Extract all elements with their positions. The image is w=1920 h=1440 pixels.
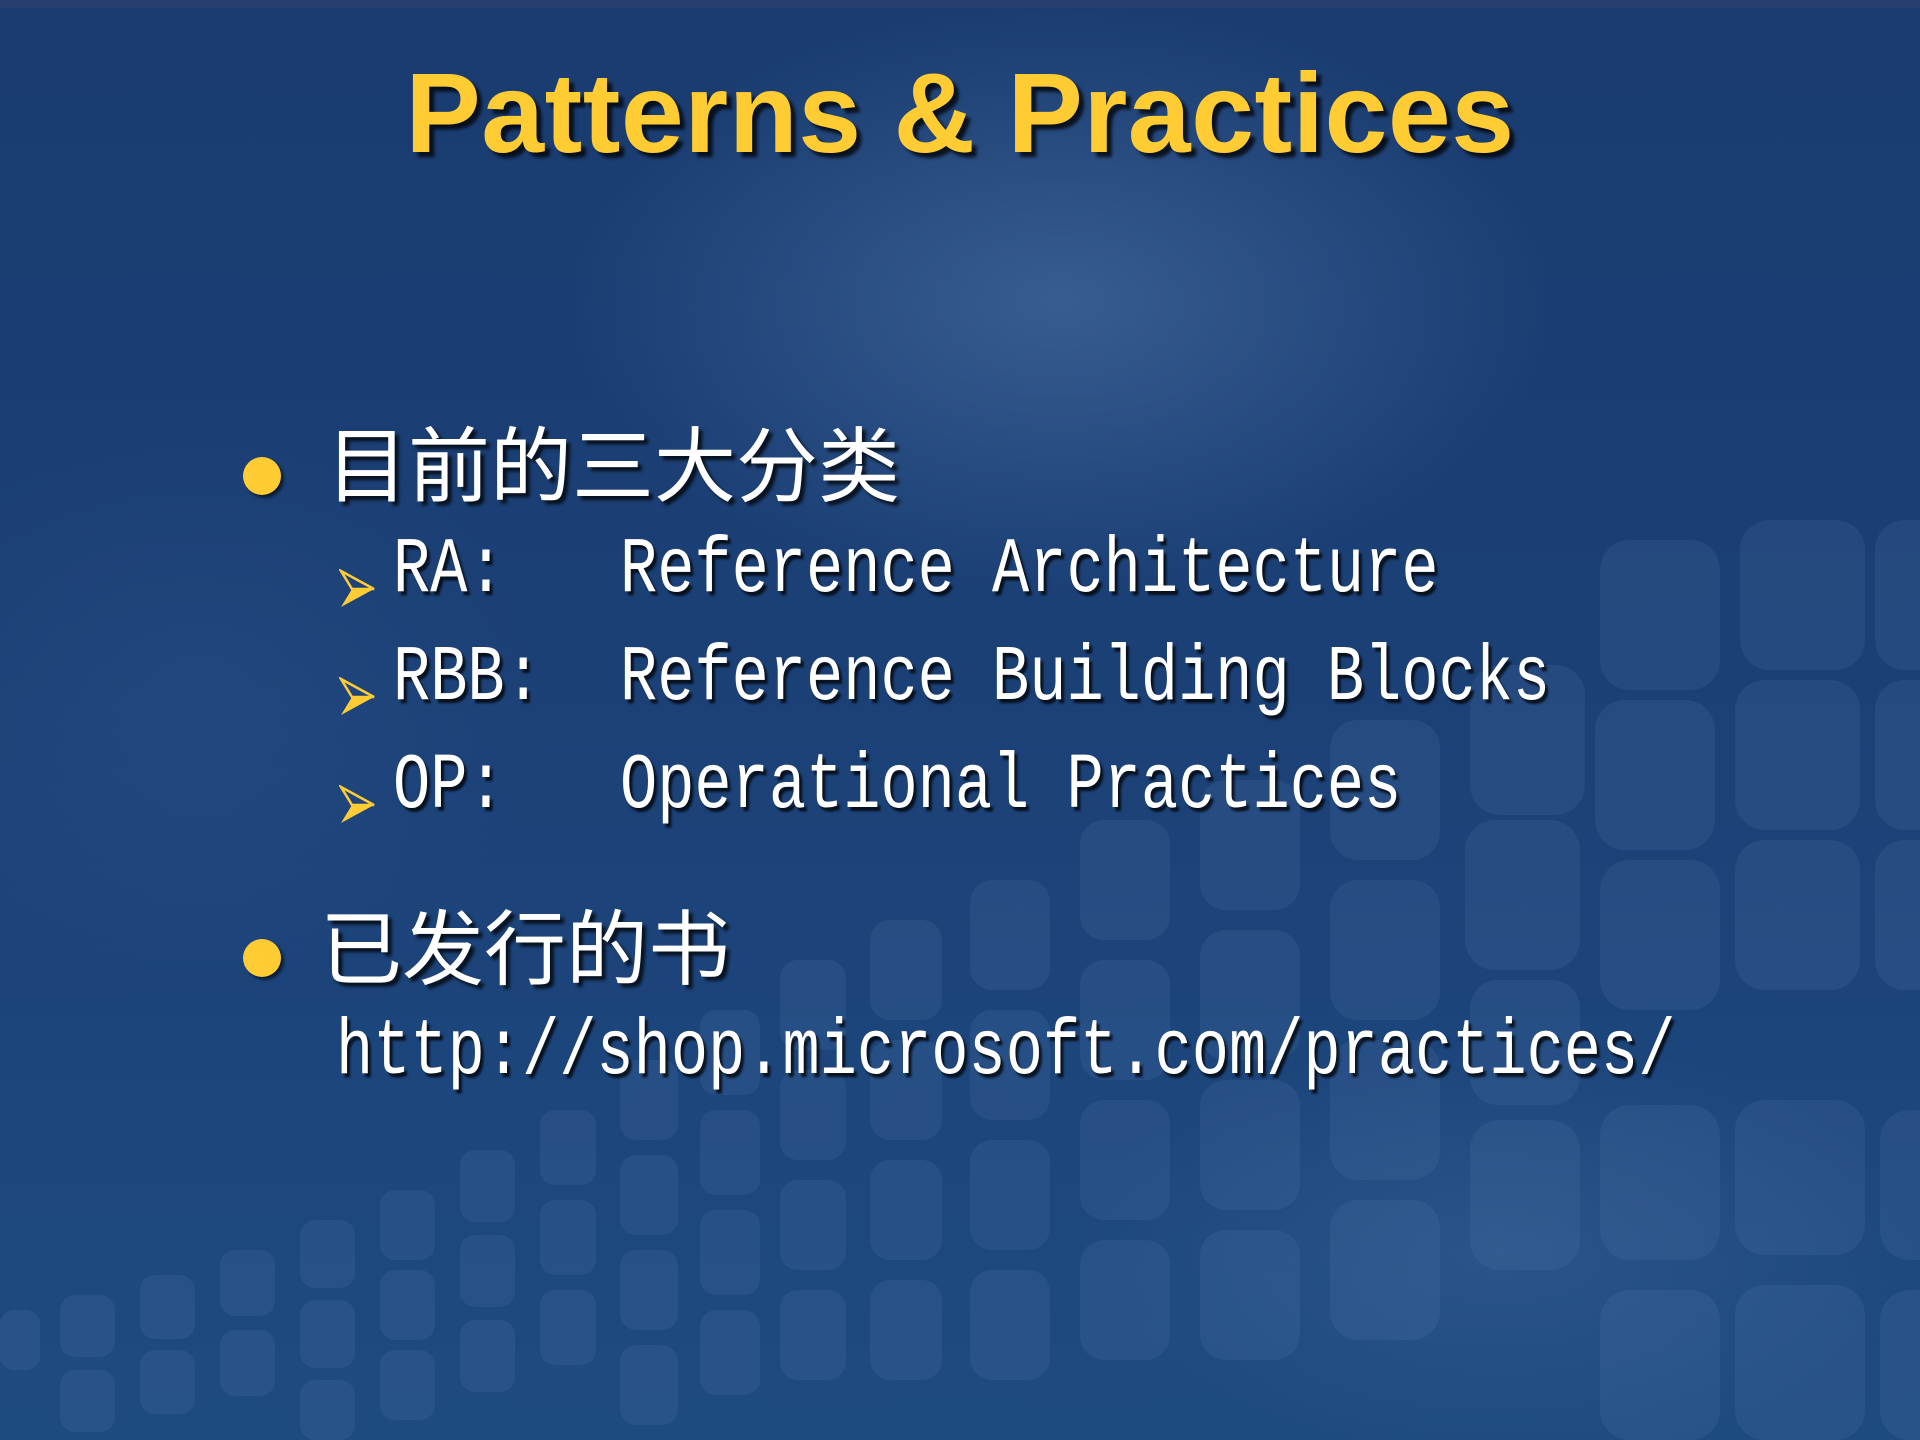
sub-item-abbr: RBB: bbox=[393, 632, 542, 724]
arrowhead-bullet-icon bbox=[339, 569, 375, 607]
bullet-text: 已发行的书 bbox=[320, 903, 731, 998]
circle-bullet-icon bbox=[243, 457, 281, 495]
books-link[interactable]: http://shop.microsoft.com/practices/ bbox=[336, 1006, 1676, 1098]
bullet-text: 目前的三大分类 bbox=[326, 420, 901, 515]
arrowhead-bullet-icon bbox=[339, 785, 375, 823]
sub-item-description: Reference Building Blocks bbox=[620, 632, 1551, 724]
sub-item-abbr: RA: bbox=[393, 524, 505, 616]
circle-bullet-icon bbox=[243, 939, 281, 977]
arrowhead-bullet-icon bbox=[339, 677, 375, 715]
sub-item-description: Reference Architecture bbox=[620, 524, 1439, 616]
top-band bbox=[0, 0, 1920, 8]
sub-item-description: Operational Practices bbox=[620, 740, 1402, 832]
sub-item-abbr: OP: bbox=[393, 740, 505, 832]
slide-title: Patterns & Practices bbox=[405, 50, 1515, 176]
